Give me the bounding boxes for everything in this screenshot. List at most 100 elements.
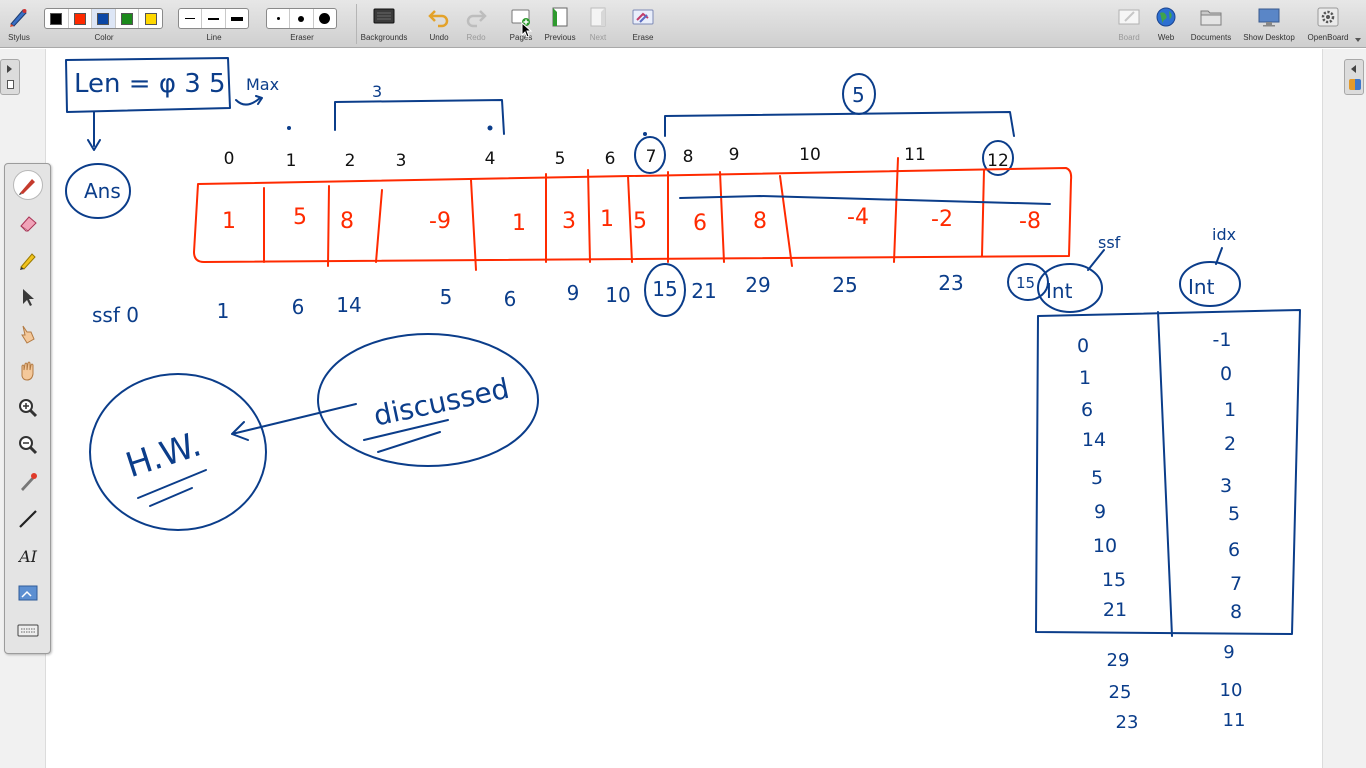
table-key: 6 — [1081, 399, 1093, 421]
homework-label: H.W. — [121, 424, 206, 486]
hand-tool[interactable] — [13, 356, 43, 386]
backgrounds-label: Backgrounds — [360, 33, 408, 42]
table-key: 0 — [1077, 335, 1089, 357]
redo-label: Redo — [466, 33, 486, 42]
line-thin-option[interactable] — [179, 9, 203, 28]
next-button[interactable]: Next — [583, 0, 613, 48]
window-5-circle — [842, 73, 876, 115]
zoom-out-tool[interactable] — [13, 430, 43, 460]
openboard-label: OpenBoard — [1307, 33, 1349, 42]
line-thick-option[interactable] — [226, 9, 248, 28]
window-3-bracket — [334, 99, 505, 135]
capture-tool[interactable] — [13, 578, 43, 608]
redo-button[interactable]: Redo — [461, 0, 491, 48]
table-key: 21 — [1103, 599, 1127, 621]
zoom-out-icon — [19, 436, 38, 455]
color-swatch-yellow[interactable] — [139, 9, 162, 28]
color-swatch-red[interactable] — [69, 9, 93, 28]
index-12-circle — [982, 140, 1014, 176]
line-medium-option[interactable] — [202, 9, 226, 28]
small-dot-icon — [276, 17, 280, 20]
array-value: -9 — [429, 209, 451, 234]
eraser-tool[interactable] — [13, 208, 43, 238]
board-label: Board — [1118, 33, 1140, 42]
eraser-small-option[interactable] — [267, 9, 291, 28]
marker-tool[interactable] — [13, 245, 43, 275]
web-label: Web — [1157, 33, 1175, 42]
color-swatch-green[interactable] — [116, 9, 140, 28]
thick-line-icon — [230, 16, 243, 21]
pages-panel-toggle[interactable] — [0, 59, 20, 95]
interactor-tool[interactable] — [13, 319, 43, 349]
selector-icon — [23, 289, 34, 306]
undo-button[interactable]: Undo — [424, 0, 454, 48]
index-label: 1 — [286, 151, 297, 171]
line-tool[interactable] — [13, 504, 43, 534]
array-value: 1 — [512, 211, 526, 236]
expand-arrow-icon — [7, 65, 12, 73]
library-icon — [1349, 79, 1361, 90]
laser-pointer-tool[interactable] — [13, 467, 43, 497]
circled-15-note: 15 — [1016, 274, 1035, 292]
web-mode-button[interactable]: Web — [1150, 0, 1182, 48]
zoom-in-tool[interactable] — [13, 393, 43, 423]
index-label: 7 — [646, 147, 657, 167]
text-tool[interactable]: AI — [13, 541, 43, 571]
openboard-menu-button[interactable]: OpenBoard — [1306, 0, 1350, 48]
table-key: 1 — [1079, 367, 1091, 389]
previous-button[interactable]: Previous — [542, 0, 578, 48]
selector-tool[interactable] — [13, 282, 43, 312]
globe-icon — [1156, 7, 1176, 27]
table-value-header: Int — [1188, 275, 1215, 299]
prefix-sum: 9 — [567, 281, 580, 305]
next-page-icon — [590, 7, 606, 27]
add-page-icon — [511, 9, 530, 26]
mouse-cursor-icon — [521, 22, 533, 38]
right-sidebar-panel — [1322, 49, 1366, 768]
collapse-arrow-icon — [1351, 65, 1356, 73]
array-value: -8 — [1019, 209, 1041, 234]
array-value: 5 — [293, 205, 307, 230]
pages-button[interactable]: Pages — [505, 0, 537, 48]
prefix-label: ssf 0 — [92, 303, 139, 327]
overflow-value: 9 — [1223, 642, 1234, 663]
prefix-sum: 23 — [938, 271, 963, 295]
prefix-sum: 25 — [832, 273, 857, 297]
hash-table — [1007, 247, 1301, 637]
pen-tool[interactable] — [13, 170, 43, 200]
table-value: 8 — [1230, 601, 1242, 623]
pages-panel-icon — [7, 80, 14, 89]
keyboard-tool[interactable] — [13, 615, 43, 645]
index-label: 8 — [683, 147, 694, 167]
ink-dot — [487, 125, 493, 131]
overflow-key: 23 — [1116, 712, 1139, 733]
eraser-medium-option[interactable] — [290, 9, 314, 28]
ans-label: Ans — [84, 179, 121, 203]
menu-dropdown-arrow-icon[interactable] — [1355, 38, 1361, 42]
backgrounds-button[interactable]: Backgrounds — [358, 0, 410, 48]
library-panel-toggle[interactable] — [1344, 59, 1364, 95]
table-value: 3 — [1220, 475, 1232, 497]
array-value: 1 — [222, 209, 236, 234]
table-key: 15 — [1102, 569, 1126, 591]
erase-board-icon — [632, 9, 654, 25]
board-mode-button[interactable]: Board — [1112, 0, 1146, 48]
idx-note: idx — [1212, 225, 1236, 244]
color-swatch-black[interactable] — [45, 9, 69, 28]
table-key: 10 — [1093, 535, 1117, 557]
stylus-button[interactable]: Stylus — [2, 0, 36, 48]
array-box — [193, 157, 1073, 271]
documents-mode-button[interactable]: Documents — [1190, 0, 1232, 48]
overflow-value: 11 — [1223, 710, 1246, 731]
show-desktop-button[interactable]: Show Desktop — [1242, 0, 1296, 48]
prefix-sum: 1 — [217, 299, 230, 323]
eraser-large-option[interactable] — [314, 9, 336, 28]
prefix-sum: 29 — [745, 273, 770, 297]
max-note: Max — [246, 75, 279, 94]
table-key: 5 — [1091, 467, 1103, 489]
erase-button[interactable]: Erase — [627, 0, 659, 48]
color-swatch-blue[interactable] — [92, 9, 116, 28]
toolbar-divider — [356, 4, 357, 44]
